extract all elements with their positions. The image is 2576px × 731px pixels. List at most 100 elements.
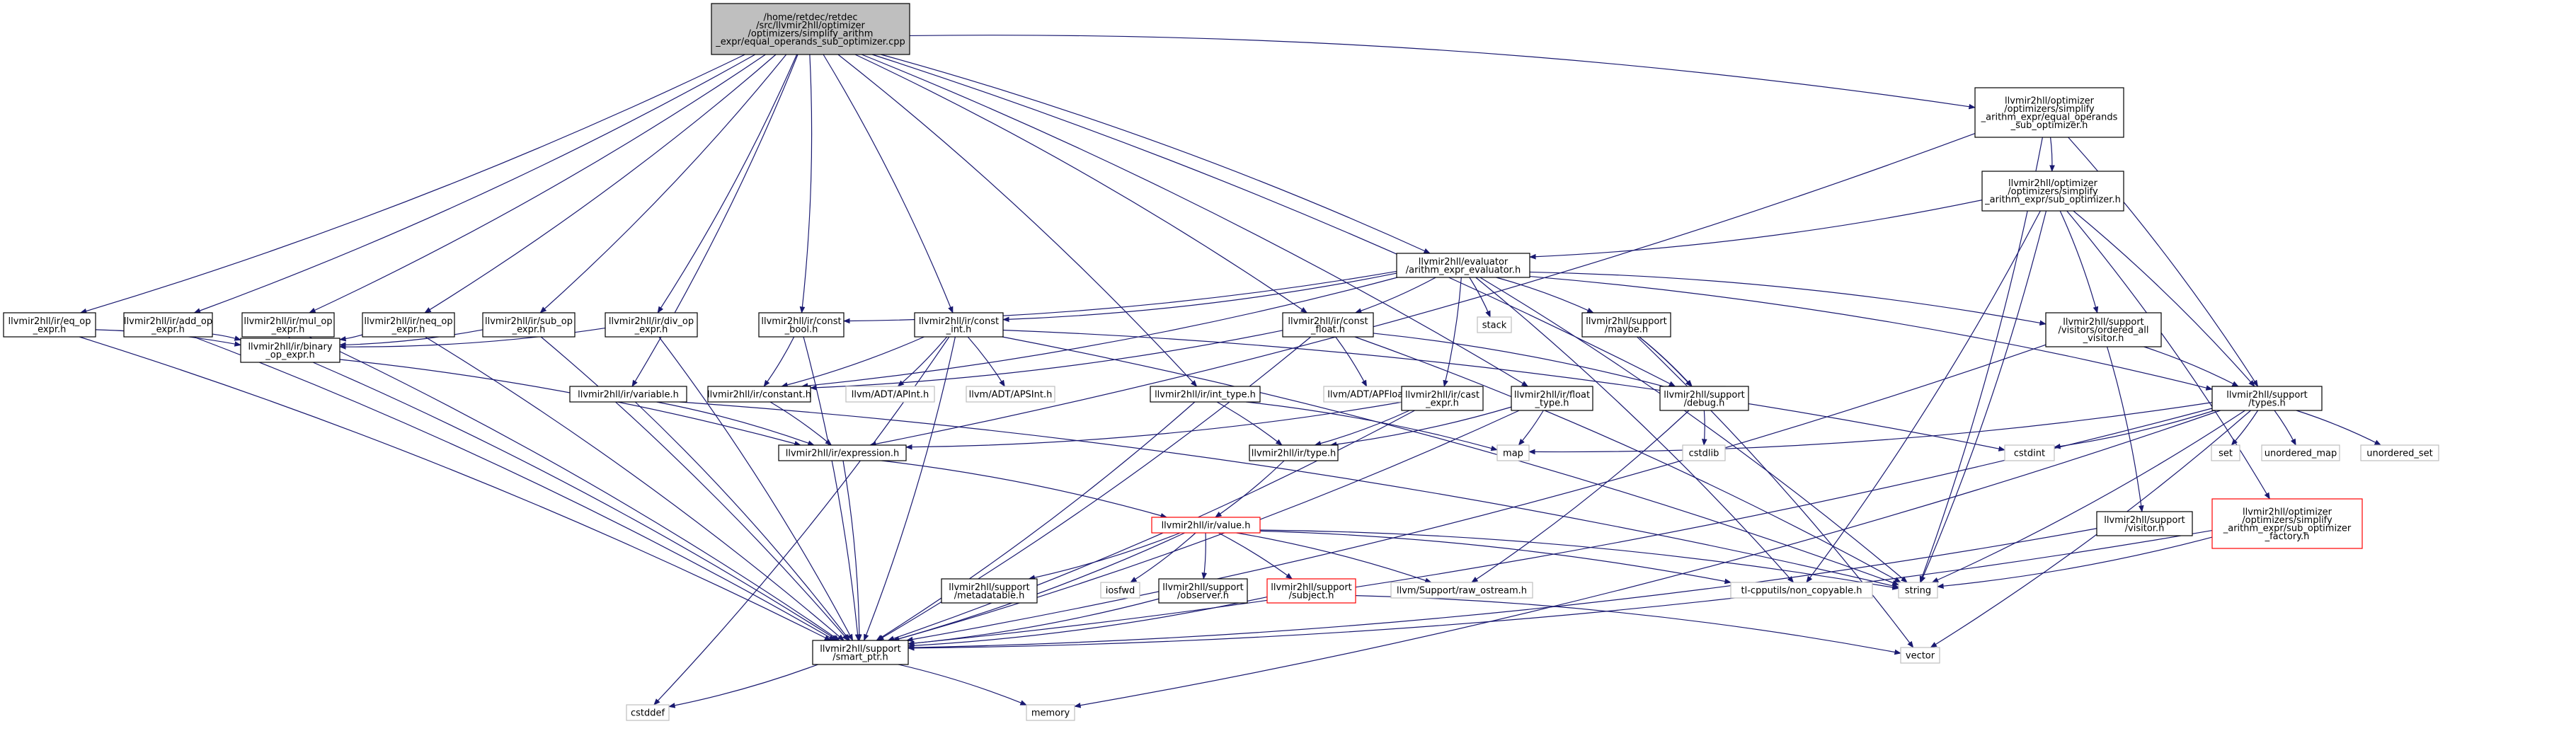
node-label-line: _visitor.h <box>2083 333 2124 344</box>
edge-arith_eval-to-ordered_all <box>1529 271 2047 326</box>
node-label-line: llvmir2hll/evaluator <box>1419 257 1509 267</box>
node-subject[interactable]: llvmir2hll/support/subject.h <box>1266 578 1356 604</box>
edge-eq_sub_opt_h-to-types <box>2068 137 2259 387</box>
edge-root-to-debug <box>871 54 1676 387</box>
edge-sub_opt_h-to-non_copyable <box>1806 210 2041 583</box>
node-label-line: unordered_set <box>2366 449 2432 459</box>
node-cstdlib[interactable]: cstdlib <box>1682 444 1726 461</box>
edge-const_int-to-apint <box>897 336 948 387</box>
node-arith_eval[interactable]: llvmir2hll/evaluator/arithm_expr_evaluat… <box>1396 253 1530 278</box>
node-cast_expr[interactable]: llvmir2hll/ir/cast_expr.h <box>1401 386 1484 411</box>
node-label-line: llvmir2hll/ir/cast <box>1405 390 1479 401</box>
node-sub_opt_h[interactable]: llvmir2hll/optimizer/optimizers/simplify… <box>1981 171 2124 212</box>
node-iosfwd[interactable]: iosfwd <box>1100 582 1140 599</box>
node-sub_op[interactable]: llvmir2hll/ir/sub_op_expr.h <box>482 312 576 338</box>
node-vector[interactable]: vector <box>1900 647 1940 664</box>
node-label-line: _expr/equal_operands_sub_optimizer.cpp <box>715 37 905 47</box>
edge-int_type-to-type <box>1216 401 1283 446</box>
edge-neq_op-to-smart_ptr <box>425 336 845 641</box>
edge-const_int-to-constant <box>781 336 925 388</box>
node-box <box>2096 511 2193 536</box>
node-expression[interactable]: llvmir2hll/ir/expression.h <box>778 444 907 461</box>
edge-ordered_all-to-types <box>2143 346 2239 387</box>
node-eq_op[interactable]: llvmir2hll/ir/eq_op_expr.h <box>3 312 96 338</box>
node-box <box>2360 444 2439 461</box>
node-maybe[interactable]: llvmir2hll/support/maybe.h <box>1581 312 1671 338</box>
node-add_op[interactable]: llvmir2hll/ir/add_op_expr.h <box>123 312 213 338</box>
node-cstddef[interactable]: cstddef <box>626 704 670 721</box>
node-label-line: /optimizers/simplify_arithm <box>748 28 874 39</box>
node-box <box>1390 582 1533 599</box>
edge-maybe-to-debug <box>1639 336 1693 387</box>
edge-factory-to-smart_ptr <box>908 529 2213 651</box>
node-type[interactable]: llvmir2hll/ir/type.h <box>1249 444 1339 461</box>
node-label-line: llvm/ADT/APInt.h <box>852 390 929 401</box>
node-box <box>1496 444 1530 461</box>
node-stack[interactable]: stack <box>1477 316 1512 333</box>
node-label-line: llvmir2hll/ir/eq_op <box>8 316 91 327</box>
node-unordered_set[interactable]: unordered_set <box>2360 444 2439 461</box>
node-eq_sub_opt_h[interactable]: llvmir2hll/optimizer/optimizers/simplify… <box>1974 87 2124 138</box>
edge-visitor-to-smart_ptr <box>908 528 2097 650</box>
edge-types-to-memory <box>1074 410 2221 708</box>
node-int_type[interactable]: llvmir2hll/ir/int_type.h <box>1150 386 1261 403</box>
node-set[interactable]: set <box>2211 444 2240 461</box>
node-neq_op[interactable]: llvmir2hll/ir/neq_op_expr.h <box>362 312 455 338</box>
node-label-line: llvmir2hll/ir/value.h <box>1162 521 1251 531</box>
node-div_op[interactable]: llvmir2hll/ir/div_op_expr.h <box>605 312 698 338</box>
node-raw_ostream[interactable]: llvm/Support/raw_ostream.h <box>1390 582 1533 599</box>
node-visitor[interactable]: llvmir2hll/support/visitor.h <box>2096 511 2193 536</box>
node-string[interactable]: string <box>1898 582 1938 599</box>
node-observer[interactable]: llvmir2hll/support/observer.h <box>1158 578 1248 604</box>
edge-div_op-to-smart_ptr <box>658 336 854 641</box>
node-value[interactable]: llvmir2hll/ir/value.h <box>1151 517 1261 534</box>
node-mul_op[interactable]: llvmir2hll/ir/mul_op_expr.h <box>241 312 335 338</box>
node-map[interactable]: map <box>1496 444 1530 461</box>
node-const_int[interactable]: llvmir2hll/ir/const_int.h <box>914 312 1004 338</box>
node-factory[interactable]: llvmir2hll/optimizer/optimizers/simplify… <box>2211 498 2363 549</box>
node-box <box>1477 316 1512 333</box>
node-types[interactable]: llvmir2hll/support/types.h <box>2211 386 2323 411</box>
node-label-line: llvmir2hll/support <box>2104 515 2185 526</box>
node-box <box>1730 582 1873 599</box>
edge-cast_expr-to-expression <box>905 401 1402 450</box>
edge-const_float-to-string <box>1354 336 1901 583</box>
edge-int_type-to-map <box>1246 401 1498 451</box>
node-constant[interactable]: llvmir2hll/ir/constant.h <box>707 386 811 403</box>
node-smart_ptr[interactable]: llvmir2hll/support/smart_ptr.h <box>812 640 909 665</box>
node-box <box>758 312 845 338</box>
node-label-line: _op_expr.h <box>265 350 314 360</box>
edge-debug-to-raw_ostream <box>1471 410 1690 583</box>
node-box <box>1659 386 1749 411</box>
edge-arith_eval-to-types <box>1529 275 2213 391</box>
node-memory[interactable]: memory <box>1026 704 1075 721</box>
edge-subject-to-smart_ptr <box>908 596 1268 649</box>
node-label-line: /observer.h <box>1177 590 1229 601</box>
node-box <box>2211 498 2363 549</box>
node-box <box>1158 578 1248 604</box>
node-apfloat[interactable]: llvm/ADT/APFloat.h <box>1323 386 1420 403</box>
node-apsint[interactable]: llvm/ADT/APSInt.h <box>966 386 1055 403</box>
node-float_type[interactable]: llvmir2hll/ir/float_type.h <box>1511 386 1593 411</box>
node-label-line: /optimizers/simplify <box>2008 187 2098 197</box>
edge-const_float-to-apfloat <box>1335 336 1368 387</box>
node-unordered_map[interactable]: unordered_map <box>2261 444 2340 461</box>
edge-root-to-eq_op <box>79 54 745 314</box>
node-label-line: unordered_map <box>2265 449 2337 459</box>
node-debug[interactable]: llvmir2hll/support/debug.h <box>1659 386 1749 411</box>
node-const_float[interactable]: llvmir2hll/ir/const_float.h <box>1282 312 1374 338</box>
node-binary_op[interactable]: llvmir2hll/ir/binary_op_expr.h <box>240 338 340 363</box>
node-box <box>1249 444 1339 461</box>
edge-arith_eval-to-string <box>1479 277 1908 583</box>
edge-root-to-div_op <box>657 54 798 313</box>
node-apint[interactable]: llvm/ADT/APInt.h <box>845 386 935 403</box>
node-variable[interactable]: llvmir2hll/ir/variable.h <box>569 386 687 403</box>
node-root[interactable]: /home/retdec/retdec/src/llvmir2hll/optim… <box>711 3 910 55</box>
node-label-line: _factory.h <box>2265 531 2310 542</box>
node-cstdint[interactable]: cstdint <box>2004 444 2055 461</box>
edge-const_float-to-constant <box>810 330 1283 391</box>
node-ordered_all[interactable]: llvmir2hll/support/visitors/ordered_all_… <box>2045 312 2162 347</box>
node-metadatable[interactable]: llvmir2hll/support/metadatable.h <box>941 578 1038 604</box>
node-non_copyable[interactable]: tl-cpputils/non_copyable.h <box>1730 582 1873 599</box>
node-const_bool[interactable]: llvmir2hll/ir/const_bool.h <box>758 312 845 338</box>
